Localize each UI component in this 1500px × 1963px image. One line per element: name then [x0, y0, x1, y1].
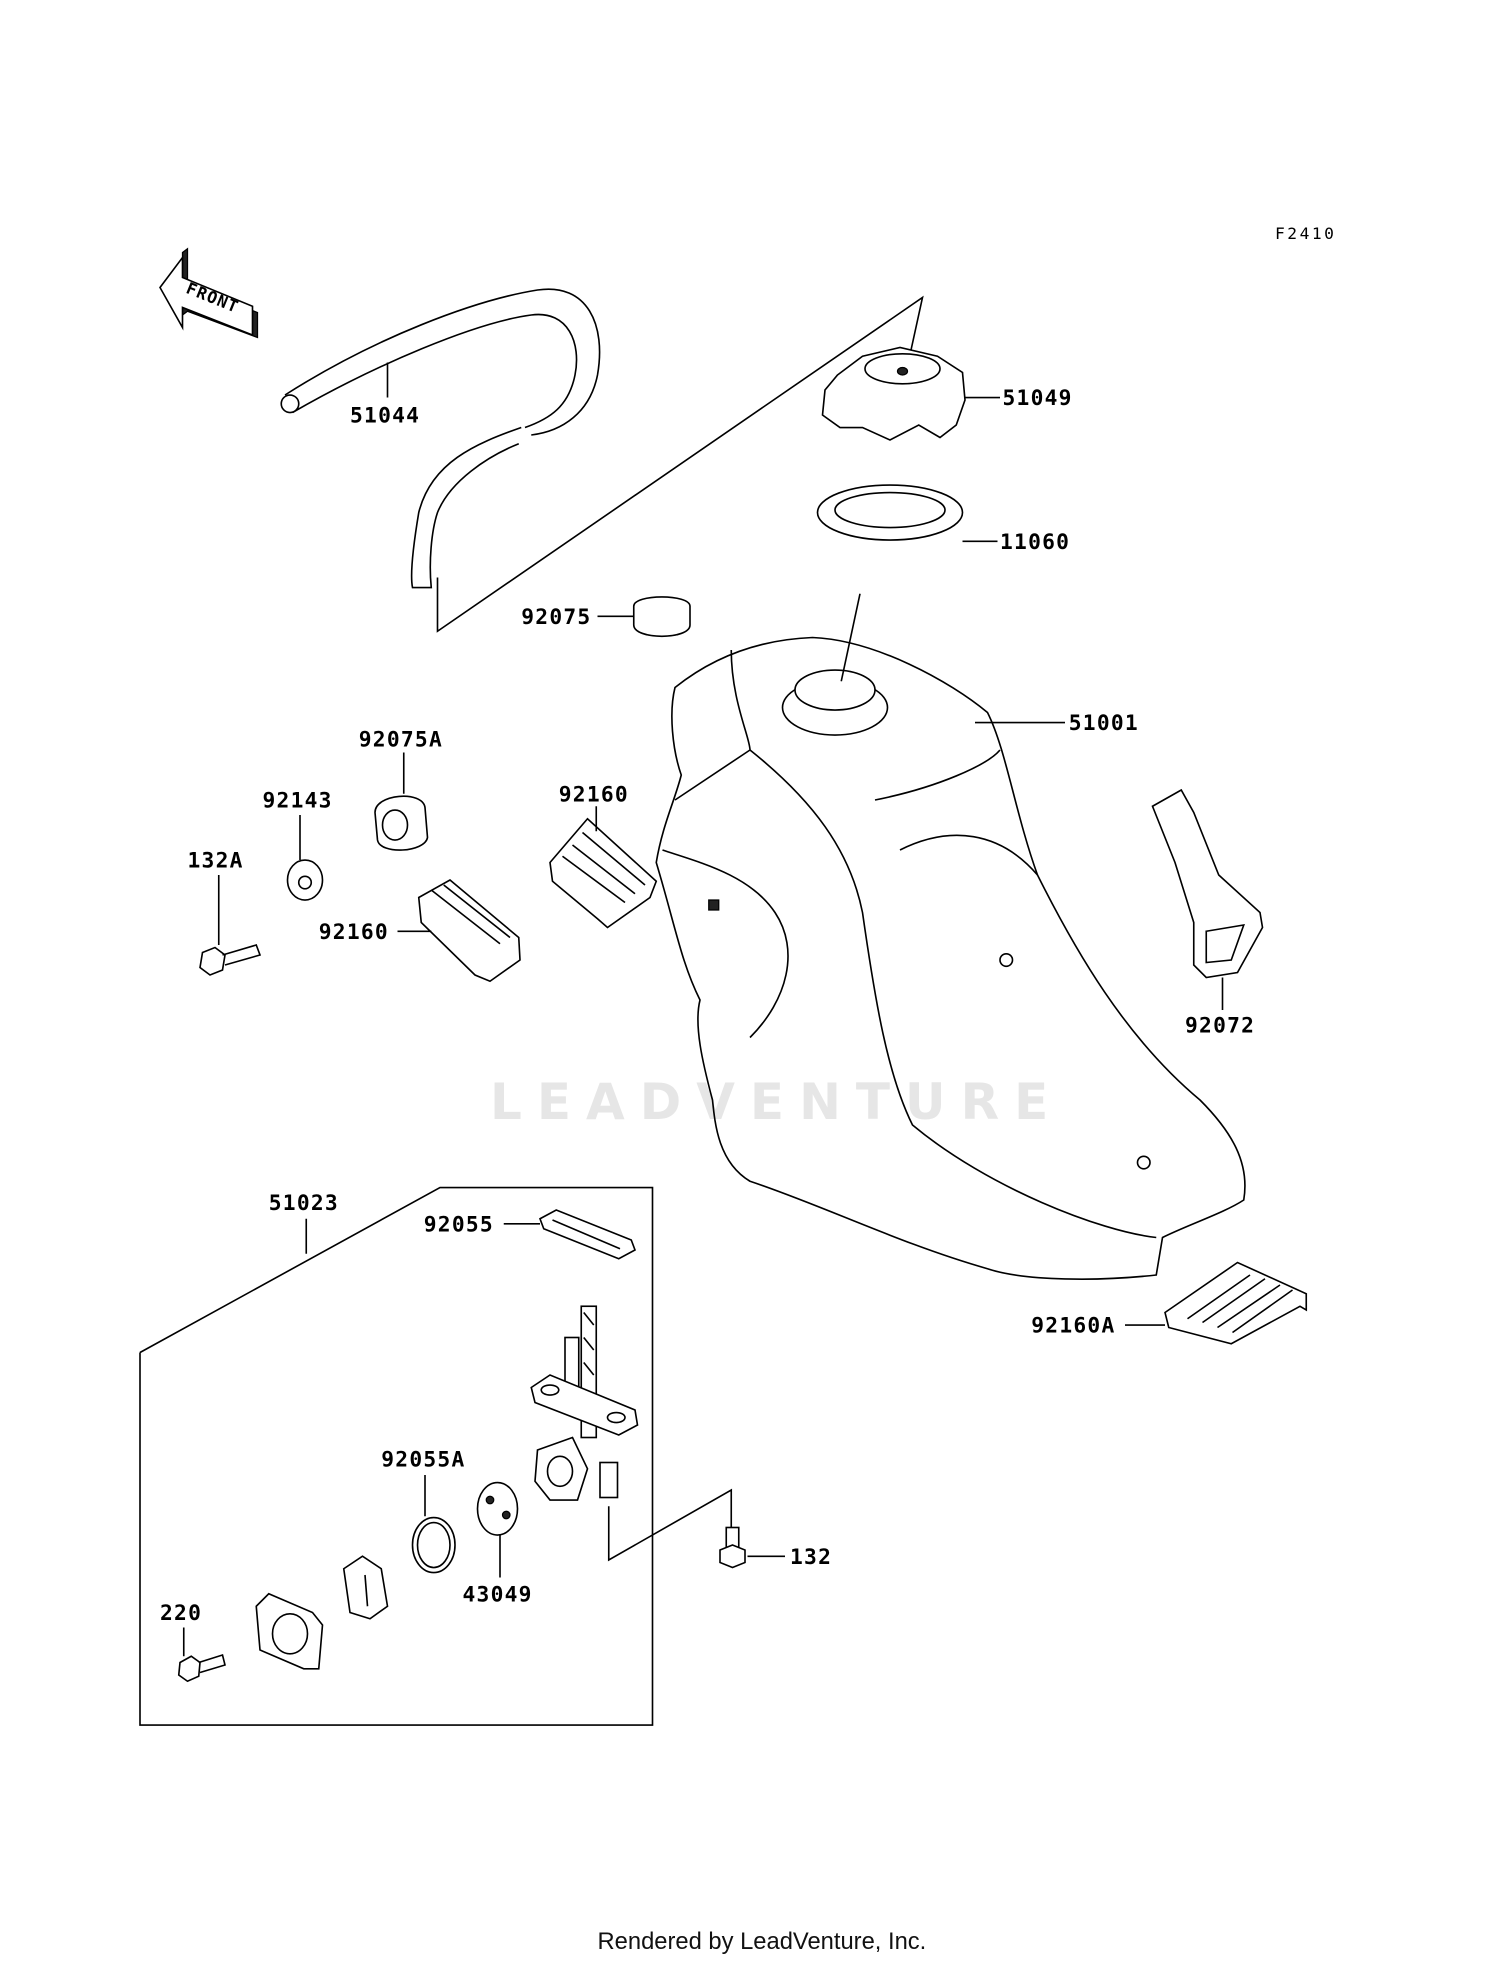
fuel-cock-lever[interactable]: [342, 1555, 389, 1620]
callout-92075[interactable]: 92075: [521, 605, 591, 630]
screw-220[interactable]: [177, 1627, 226, 1683]
callout-132[interactable]: 132: [790, 1545, 832, 1570]
fuel-cock[interactable]: [530, 1305, 639, 1501]
cap-gasket[interactable]: [816, 484, 998, 543]
callout-43049[interactable]: 43049: [463, 1582, 533, 1607]
gasket-92055[interactable]: [503, 1209, 637, 1260]
collar[interactable]: [286, 814, 324, 901]
rubber-band[interactable]: [1151, 788, 1264, 1010]
callout-220[interactable]: 220: [160, 1601, 202, 1626]
fuel-tank[interactable]: [655, 593, 1246, 1280]
footer-credit: Rendered by LeadVenture, Inc.: [598, 1928, 927, 1955]
callout-92160-center[interactable]: 92160: [559, 782, 629, 807]
fuel-cock-assembly-box: [139, 1186, 654, 1726]
bolt-132a[interactable]: [199, 874, 262, 976]
plug[interactable]: [597, 596, 691, 638]
damper-92075a[interactable]: [374, 752, 429, 851]
fuel-tank-cap[interactable]: [821, 346, 1001, 441]
callout-92160a[interactable]: 92160A: [1031, 1314, 1115, 1339]
callout-51001[interactable]: 51001: [1069, 711, 1139, 736]
o-ring[interactable]: [411, 1474, 456, 1574]
callout-92055[interactable]: 92055: [424, 1212, 494, 1237]
callout-11060[interactable]: 11060: [1000, 530, 1070, 555]
damper-92160-left[interactable]: [397, 879, 521, 983]
callout-132a[interactable]: 132A: [188, 849, 244, 874]
damper-92160-center[interactable]: [549, 806, 658, 929]
fuel-cock-plate[interactable]: [255, 1592, 324, 1670]
fuel-hose[interactable]: [280, 288, 601, 589]
callout-92075a[interactable]: 92075A: [359, 727, 443, 752]
callout-51044[interactable]: 51044: [350, 404, 420, 429]
callout-51023[interactable]: 51023: [269, 1191, 339, 1216]
diagram-code: F2410: [1275, 224, 1336, 243]
callout-51049[interactable]: 51049: [1003, 386, 1073, 411]
front-arrow-icon: FRONT: [159, 247, 259, 339]
bolt-132[interactable]: [719, 1526, 785, 1569]
damper-92160a[interactable]: [1124, 1261, 1308, 1345]
reference-line: [607, 1488, 733, 1562]
callout-92143[interactable]: 92143: [263, 789, 333, 814]
callout-92055a[interactable]: 92055A: [381, 1447, 465, 1472]
watermark: LEADVENTURE: [490, 1073, 1063, 1131]
reference-line: [436, 295, 924, 633]
callout-92072[interactable]: 92072: [1185, 1013, 1255, 1038]
packing[interactable]: [476, 1481, 519, 1578]
callout-92160-left[interactable]: 92160: [319, 920, 389, 945]
